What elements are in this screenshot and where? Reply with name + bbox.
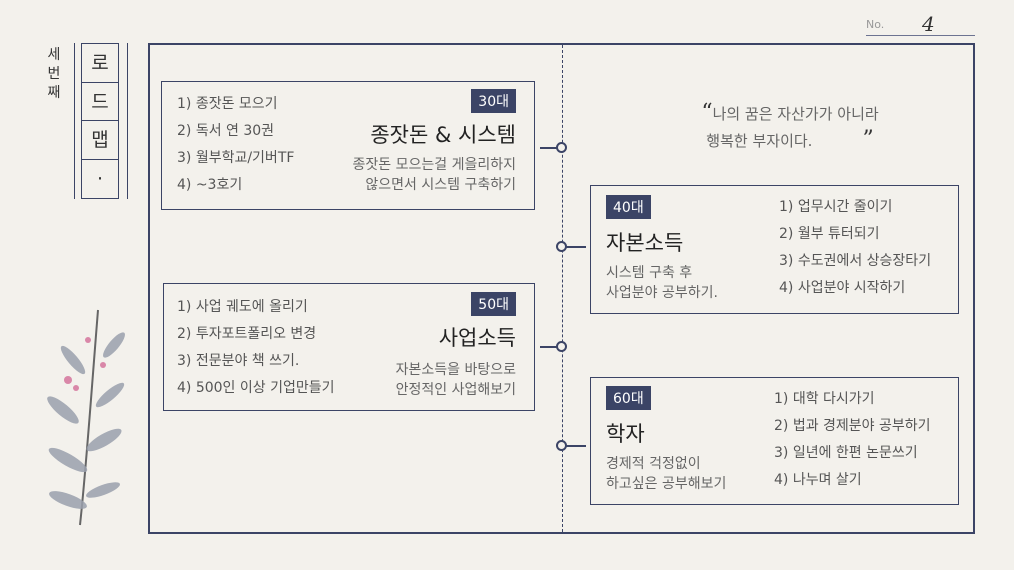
stage-card-40s: 40대 자본소득 시스템 구축 후 사업분야 공부하기. 1) 업무시간 줄이기… — [590, 185, 959, 314]
age-badge: 40대 — [606, 195, 651, 219]
side-char: 번 — [47, 66, 61, 82]
goal-item: 3) 전문분야 책 쓰기. — [177, 353, 300, 369]
title-char: 맵 — [82, 121, 118, 160]
age-badge: 60대 — [606, 386, 651, 410]
stage-desc: 사업분야 공부하기. — [606, 285, 718, 301]
roadmap-title: 로 드 맵 · — [74, 43, 128, 199]
goal-item: 3) 수도권에서 상승장타기 — [779, 253, 932, 269]
goal-item: 1) 사업 궤도에 올리기 — [177, 299, 308, 315]
open-quote: “ — [701, 100, 713, 125]
roadmap-frame — [148, 43, 975, 534]
stage-title: 사업소득 — [438, 326, 516, 350]
stage-desc: 경제적 걱정없이 — [606, 456, 701, 472]
age-badge: 50대 — [471, 292, 516, 316]
side-char: 세 — [47, 47, 61, 63]
timeline-line — [562, 45, 563, 532]
quote-line: 나의 꿈은 자산가가 아니라 — [712, 105, 879, 123]
stage-desc: 시스템 구축 후 — [606, 265, 693, 281]
goal-item: 1) 대학 다시가기 — [774, 391, 875, 407]
timeline-dot — [556, 142, 567, 153]
title-char: 드 — [82, 83, 118, 121]
stage-card-60s: 60대 학자 경제적 걱정없이 하고싶은 공부해보기 1) 대학 다시가기 2)… — [590, 377, 959, 505]
page-number: No. 4 — [866, 12, 975, 36]
goal-item: 4) ~3호기 — [177, 177, 243, 193]
stage-desc: 않으면서 시스템 구축하기 — [365, 177, 516, 193]
goal-item: 4) 500인 이상 기업만들기 — [177, 380, 335, 396]
timeline-dot — [556, 341, 567, 352]
page-number-value: 4 — [922, 12, 935, 36]
stage-title: 자본소득 — [606, 231, 684, 255]
side-char: 째 — [47, 85, 61, 101]
stage-desc: 자본소득을 바탕으로 — [395, 362, 516, 378]
goal-item: 2) 법과 경제분야 공부하기 — [774, 418, 931, 434]
timeline-dot — [556, 440, 567, 451]
stage-title: 종잣돈 & 시스템 — [370, 123, 516, 147]
title-char: 로 — [82, 44, 118, 83]
stage-desc: 안정적인 사업해보기 — [395, 382, 516, 398]
stage-card-30s: 1) 종잣돈 모으기 2) 독서 연 30권 3) 월부학교/기버TF 4) ~… — [161, 81, 535, 210]
side-label: 세 번 째 — [46, 46, 62, 103]
age-badge: 30대 — [471, 89, 516, 113]
goal-item: 3) 일년에 한편 논문쓰기 — [774, 445, 918, 461]
goal-item: 3) 월부학교/기버TF — [177, 150, 295, 166]
close-quote: ” — [862, 127, 874, 152]
goal-item: 4) 사업분야 시작하기 — [779, 280, 906, 296]
stage-card-50s: 1) 사업 궤도에 올리기 2) 투자포트폴리오 변경 3) 전문분야 책 쓰기… — [163, 283, 535, 411]
stage-desc: 종잣돈 모으는걸 게을리하지 — [352, 157, 516, 173]
stage-title: 학자 — [606, 422, 645, 446]
title-char: · — [96, 167, 104, 190]
goal-item: 2) 월부 튜터되기 — [779, 226, 880, 242]
goal-item: 2) 투자포트폴리오 변경 — [177, 326, 317, 342]
timeline-dot — [556, 241, 567, 252]
flower-illustration — [47, 309, 125, 526]
quote-line: 행복한 부자이다. — [706, 132, 813, 150]
page-number-label: No. — [866, 18, 885, 31]
goal-item: 1) 종잣돈 모으기 — [177, 96, 278, 112]
quote: “나의 꿈은 자산가가 아니라 행복한 부자이다. ” — [640, 100, 940, 154]
goal-item: 2) 독서 연 30권 — [177, 123, 275, 139]
goal-item: 1) 업무시간 줄이기 — [779, 199, 893, 215]
stage-desc: 하고싶은 공부해보기 — [606, 476, 727, 492]
goal-item: 4) 나누며 살기 — [774, 472, 862, 488]
